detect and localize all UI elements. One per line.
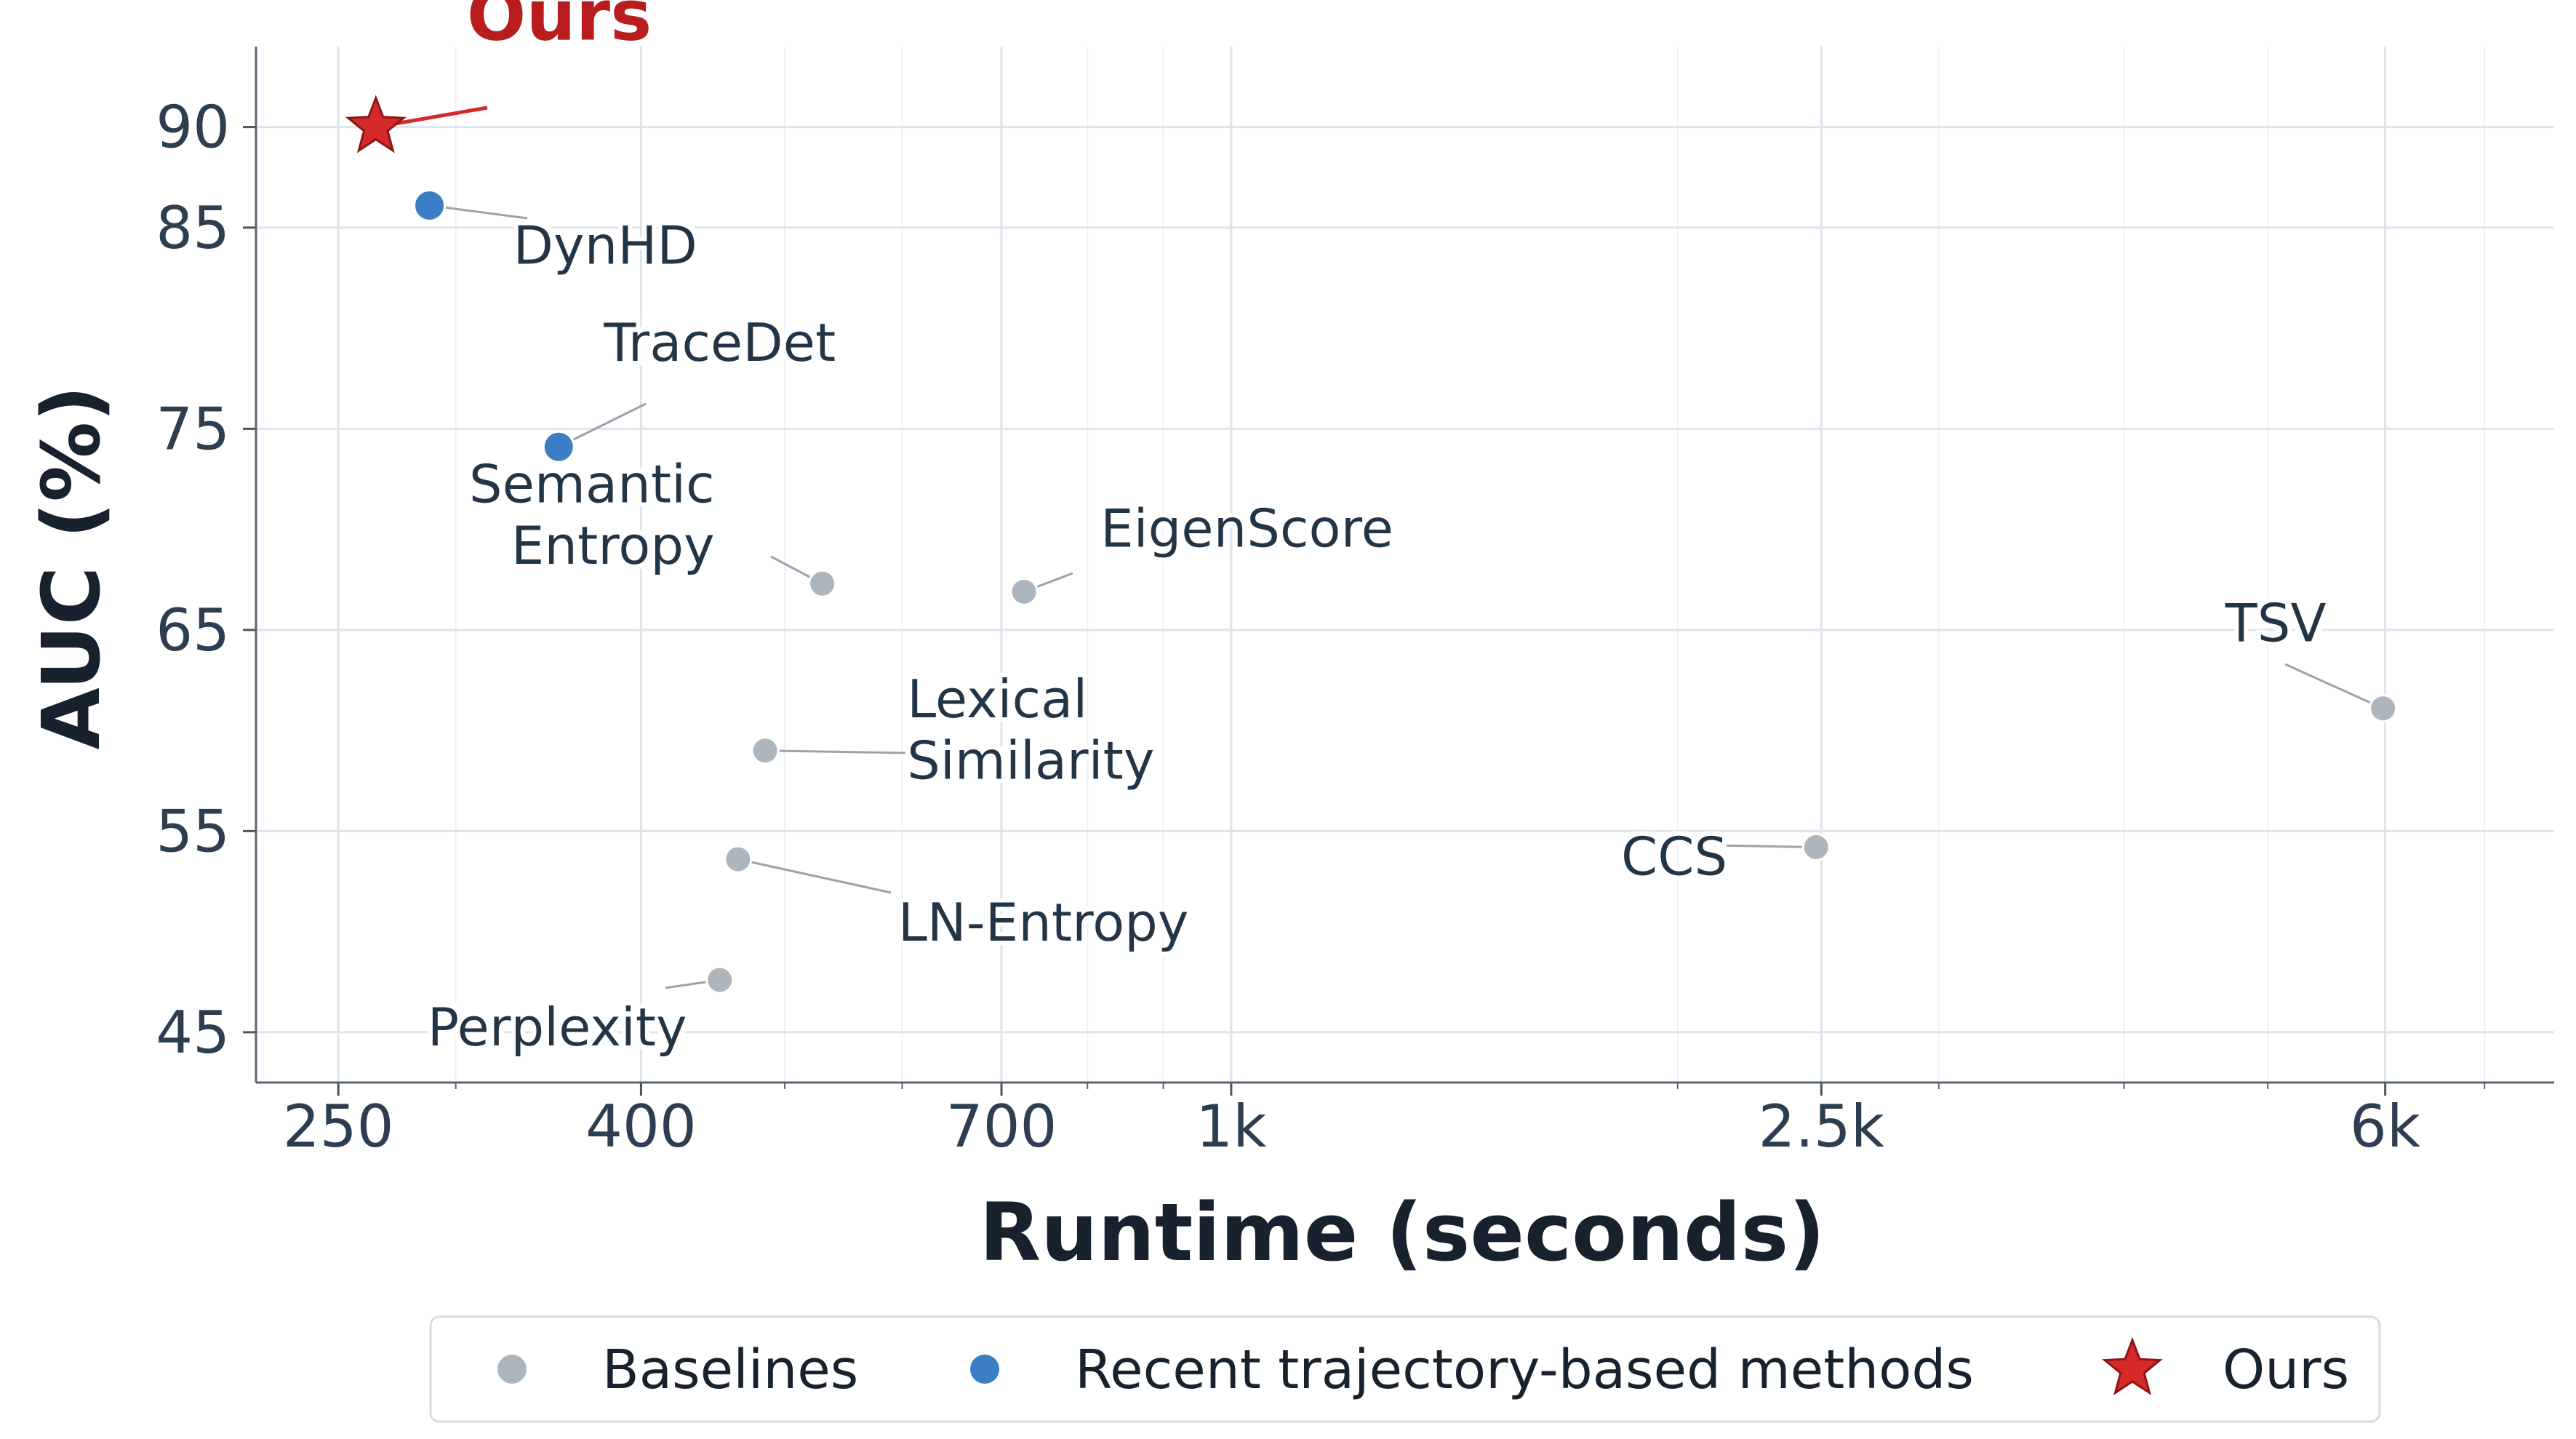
leader-line (765, 749, 906, 754)
point-label-line: TraceDet (603, 312, 836, 373)
point-label: LN-Entropy (898, 892, 1189, 953)
legend-label: Baselines (602, 1339, 858, 1401)
point-label-line: Lexical (907, 669, 1087, 730)
legend-star-icon (2102, 1336, 2163, 1395)
point-marker (413, 188, 447, 222)
x-tick-label: 250 (283, 1093, 394, 1160)
point-label: CCS (1621, 826, 1727, 887)
x-axis-label: Runtime (seconds) (979, 1186, 1825, 1279)
point-label: TraceDet (603, 312, 836, 373)
legend-label: Recent trajectory-based methods (1075, 1339, 1974, 1401)
y-tick-label: 45 (156, 999, 230, 1067)
point-label: TSV (2225, 593, 2327, 654)
point-marker (808, 569, 837, 598)
point-label-line: CCS (1621, 826, 1727, 887)
leader-line (2284, 663, 2384, 710)
leader-line (1714, 844, 1817, 848)
legend-label: Ours (2223, 1339, 2349, 1401)
y-tick-label: 55 (156, 797, 230, 865)
point-label-line: Perplexity (428, 997, 687, 1058)
point-label: EigenScore (1100, 498, 1393, 559)
point-marker (751, 736, 780, 765)
x-tick-label: 1k (1196, 1093, 1267, 1160)
point-label-line: Semantic (469, 453, 715, 514)
legend-marker-icon (497, 1355, 527, 1384)
point-label: Ours (467, 0, 652, 57)
x-tick-label: 400 (585, 1093, 697, 1160)
point-marker (705, 965, 735, 994)
point-label-line: Entropy (511, 515, 715, 576)
point-marker (2369, 694, 2398, 723)
y-axis-label: AUC (%) (25, 386, 118, 750)
x-tick-label: 700 (946, 1093, 1057, 1160)
ours-star-marker (345, 95, 407, 154)
point-marker (1009, 577, 1039, 606)
leader-line (737, 858, 892, 894)
y-tick-label: 65 (156, 597, 230, 664)
y-tick-label: 75 (156, 395, 230, 463)
legend: Baselines Recent trajectory-based methods… (429, 1315, 2381, 1423)
legend-box (429, 1315, 2381, 1423)
leader-line (429, 204, 528, 220)
point-label-line: LN-Entropy (898, 892, 1189, 953)
axes: 250 400 700 1k 2.5k 6k 45 55 65 75 85 90 (156, 47, 2554, 1160)
data-points (345, 95, 2398, 994)
point-marker (1801, 832, 1831, 861)
y-tick-label: 85 (156, 194, 230, 262)
point-label-line: Similarity (907, 730, 1154, 792)
point-label: Perplexity (428, 997, 687, 1058)
x-tick-label: 2.5k (1759, 1093, 1885, 1160)
point-marker (542, 430, 575, 463)
point-label: DynHD (513, 215, 697, 276)
legend-marker-icon (970, 1355, 999, 1384)
point-label-line: TSV (2225, 593, 2327, 654)
point-label-line: EigenScore (1100, 498, 1393, 559)
point-marker (724, 845, 753, 874)
grid-lines (256, 47, 2554, 1083)
x-tick-label: 6k (2350, 1093, 2421, 1160)
point-label-line: DynHD (513, 215, 697, 276)
y-tick-label: 90 (156, 94, 230, 162)
point-label-line: Ours (467, 0, 652, 57)
